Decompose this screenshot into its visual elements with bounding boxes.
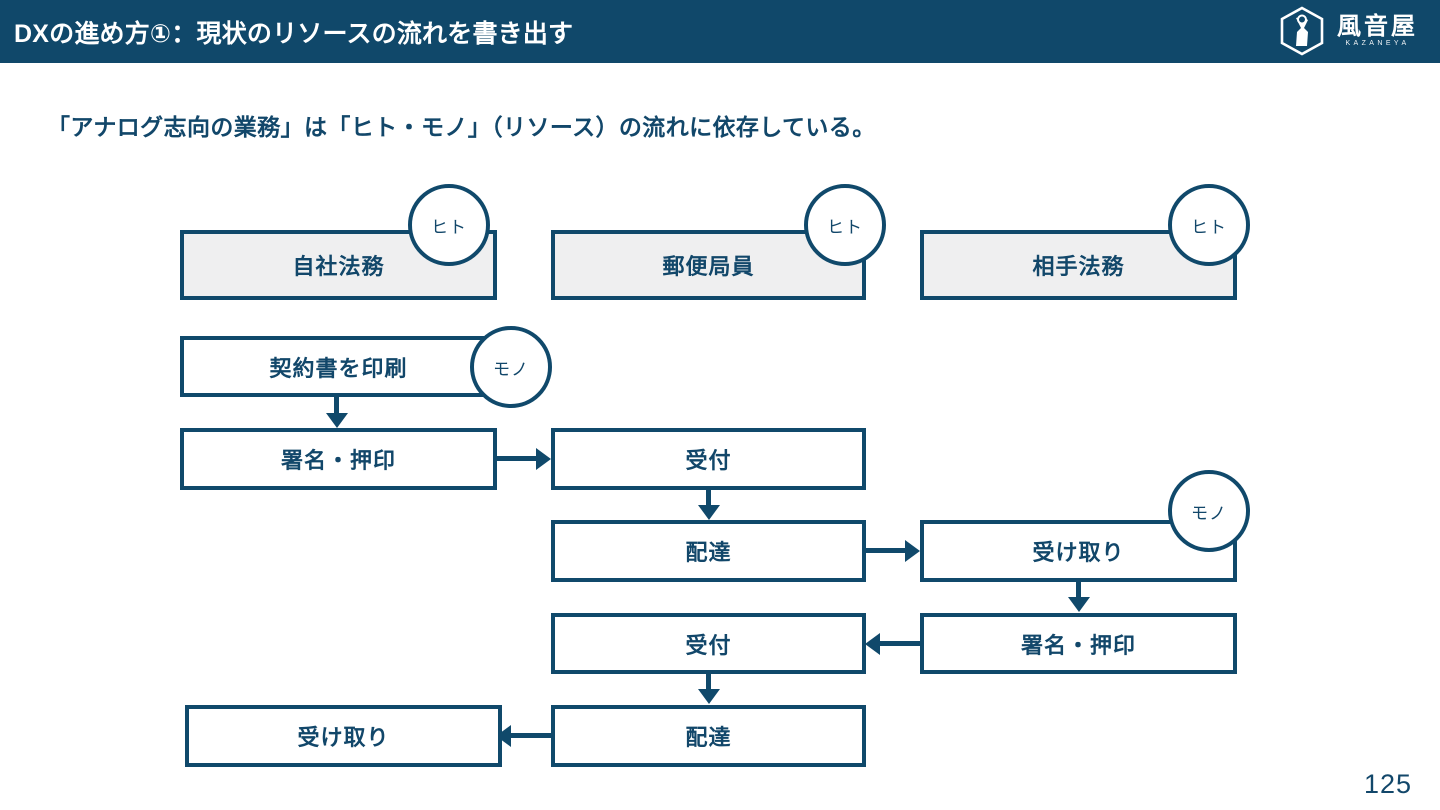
logo-name-jp: 風音屋 — [1337, 11, 1418, 40]
edge-arrow-sign-to-reception1 — [536, 448, 551, 470]
edge-line-reception2-to-delivery2 — [706, 674, 711, 694]
tag-label: モノ — [1191, 503, 1227, 523]
kazaneya-hex-logo-icon — [1280, 6, 1324, 56]
tag-circle-hito-own[interactable]: ヒト — [408, 184, 490, 266]
edge-line-sign-to-reception1 — [497, 456, 540, 461]
page-number: 125 — [1363, 769, 1412, 799]
tag-label: ヒト — [431, 217, 467, 237]
node-label: 配達 — [685, 725, 732, 750]
node-label: 受け取り — [297, 725, 390, 750]
brand-logo: 風音屋 KAZANEYA — [1278, 6, 1418, 56]
node-sign-seal-counterparty[interactable]: 署名・押印 — [920, 613, 1237, 674]
edge-line-delivery2-to-receive2 — [509, 733, 552, 738]
edge-line-sign2-to-reception2 — [878, 641, 921, 646]
tag-circle-hito-post[interactable]: ヒト — [804, 184, 886, 266]
node-label: 自社法務 — [292, 254, 385, 279]
slide-subtitle: 「アナログ志向の業務」は「ヒト・モノ」（リソース）の流れに依存している。 — [47, 114, 876, 140]
node-print-contract[interactable]: 契約書を印刷 — [180, 336, 497, 397]
tag-circle-mono-print[interactable]: モノ — [470, 326, 552, 408]
node-delivery-1[interactable]: 配達 — [551, 520, 866, 582]
node-label: 受付 — [685, 448, 732, 473]
edge-arrow-print-to-sign — [326, 413, 348, 428]
node-reception-1[interactable]: 受付 — [551, 428, 866, 490]
node-label: 配達 — [685, 540, 732, 565]
tag-label: ヒト — [827, 217, 863, 237]
node-receive-2[interactable]: 受け取り — [185, 705, 502, 767]
node-label: 署名・押印 — [280, 448, 396, 473]
page-title: DXの進め方①：現状のリソースの流れを書き出す — [14, 19, 574, 48]
edge-arrow-reception2-to-delivery2 — [698, 689, 720, 704]
edge-line-delivery1-to-receive1 — [866, 548, 909, 553]
tag-label: ヒト — [1191, 217, 1227, 237]
node-reception-2[interactable]: 受付 — [551, 613, 866, 674]
node-label: 署名・押印 — [1020, 632, 1136, 658]
tag-circle-hito-counterparty[interactable]: ヒト — [1168, 184, 1250, 266]
tag-circle-mono-receive[interactable]: モノ — [1168, 470, 1250, 552]
node-label: 受け取り — [1032, 540, 1125, 565]
node-label: 受付 — [685, 632, 732, 658]
node-label: 郵便局員 — [662, 254, 755, 279]
node-sign-seal-own[interactable]: 署名・押印 — [180, 428, 497, 490]
header-bar: DXの進め方①：現状のリソースの流れを書き出す 風音屋 KAZANEYA — [0, 0, 1440, 63]
logo-name-roman: KAZANEYA — [1345, 39, 1410, 47]
edge-arrow-receive1-to-sign2 — [1068, 597, 1090, 612]
edge-arrow-sign2-to-reception2 — [865, 633, 880, 655]
edge-arrow-delivery1-to-receive1 — [905, 540, 920, 562]
node-delivery-2[interactable]: 配達 — [551, 705, 866, 767]
node-label: 相手法務 — [1032, 254, 1125, 279]
node-label: 契約書を印刷 — [269, 355, 408, 381]
edge-arrow-reception1-to-delivery1 — [698, 505, 720, 520]
logo-wordmark: 風音屋 KAZANEYA — [1337, 11, 1418, 49]
edge-line-reception1-to-delivery1 — [706, 490, 711, 510]
edge-line-print-to-sign — [334, 397, 339, 418]
tag-label: モノ — [493, 359, 529, 379]
edge-line-receive1-to-sign2 — [1076, 582, 1081, 602]
